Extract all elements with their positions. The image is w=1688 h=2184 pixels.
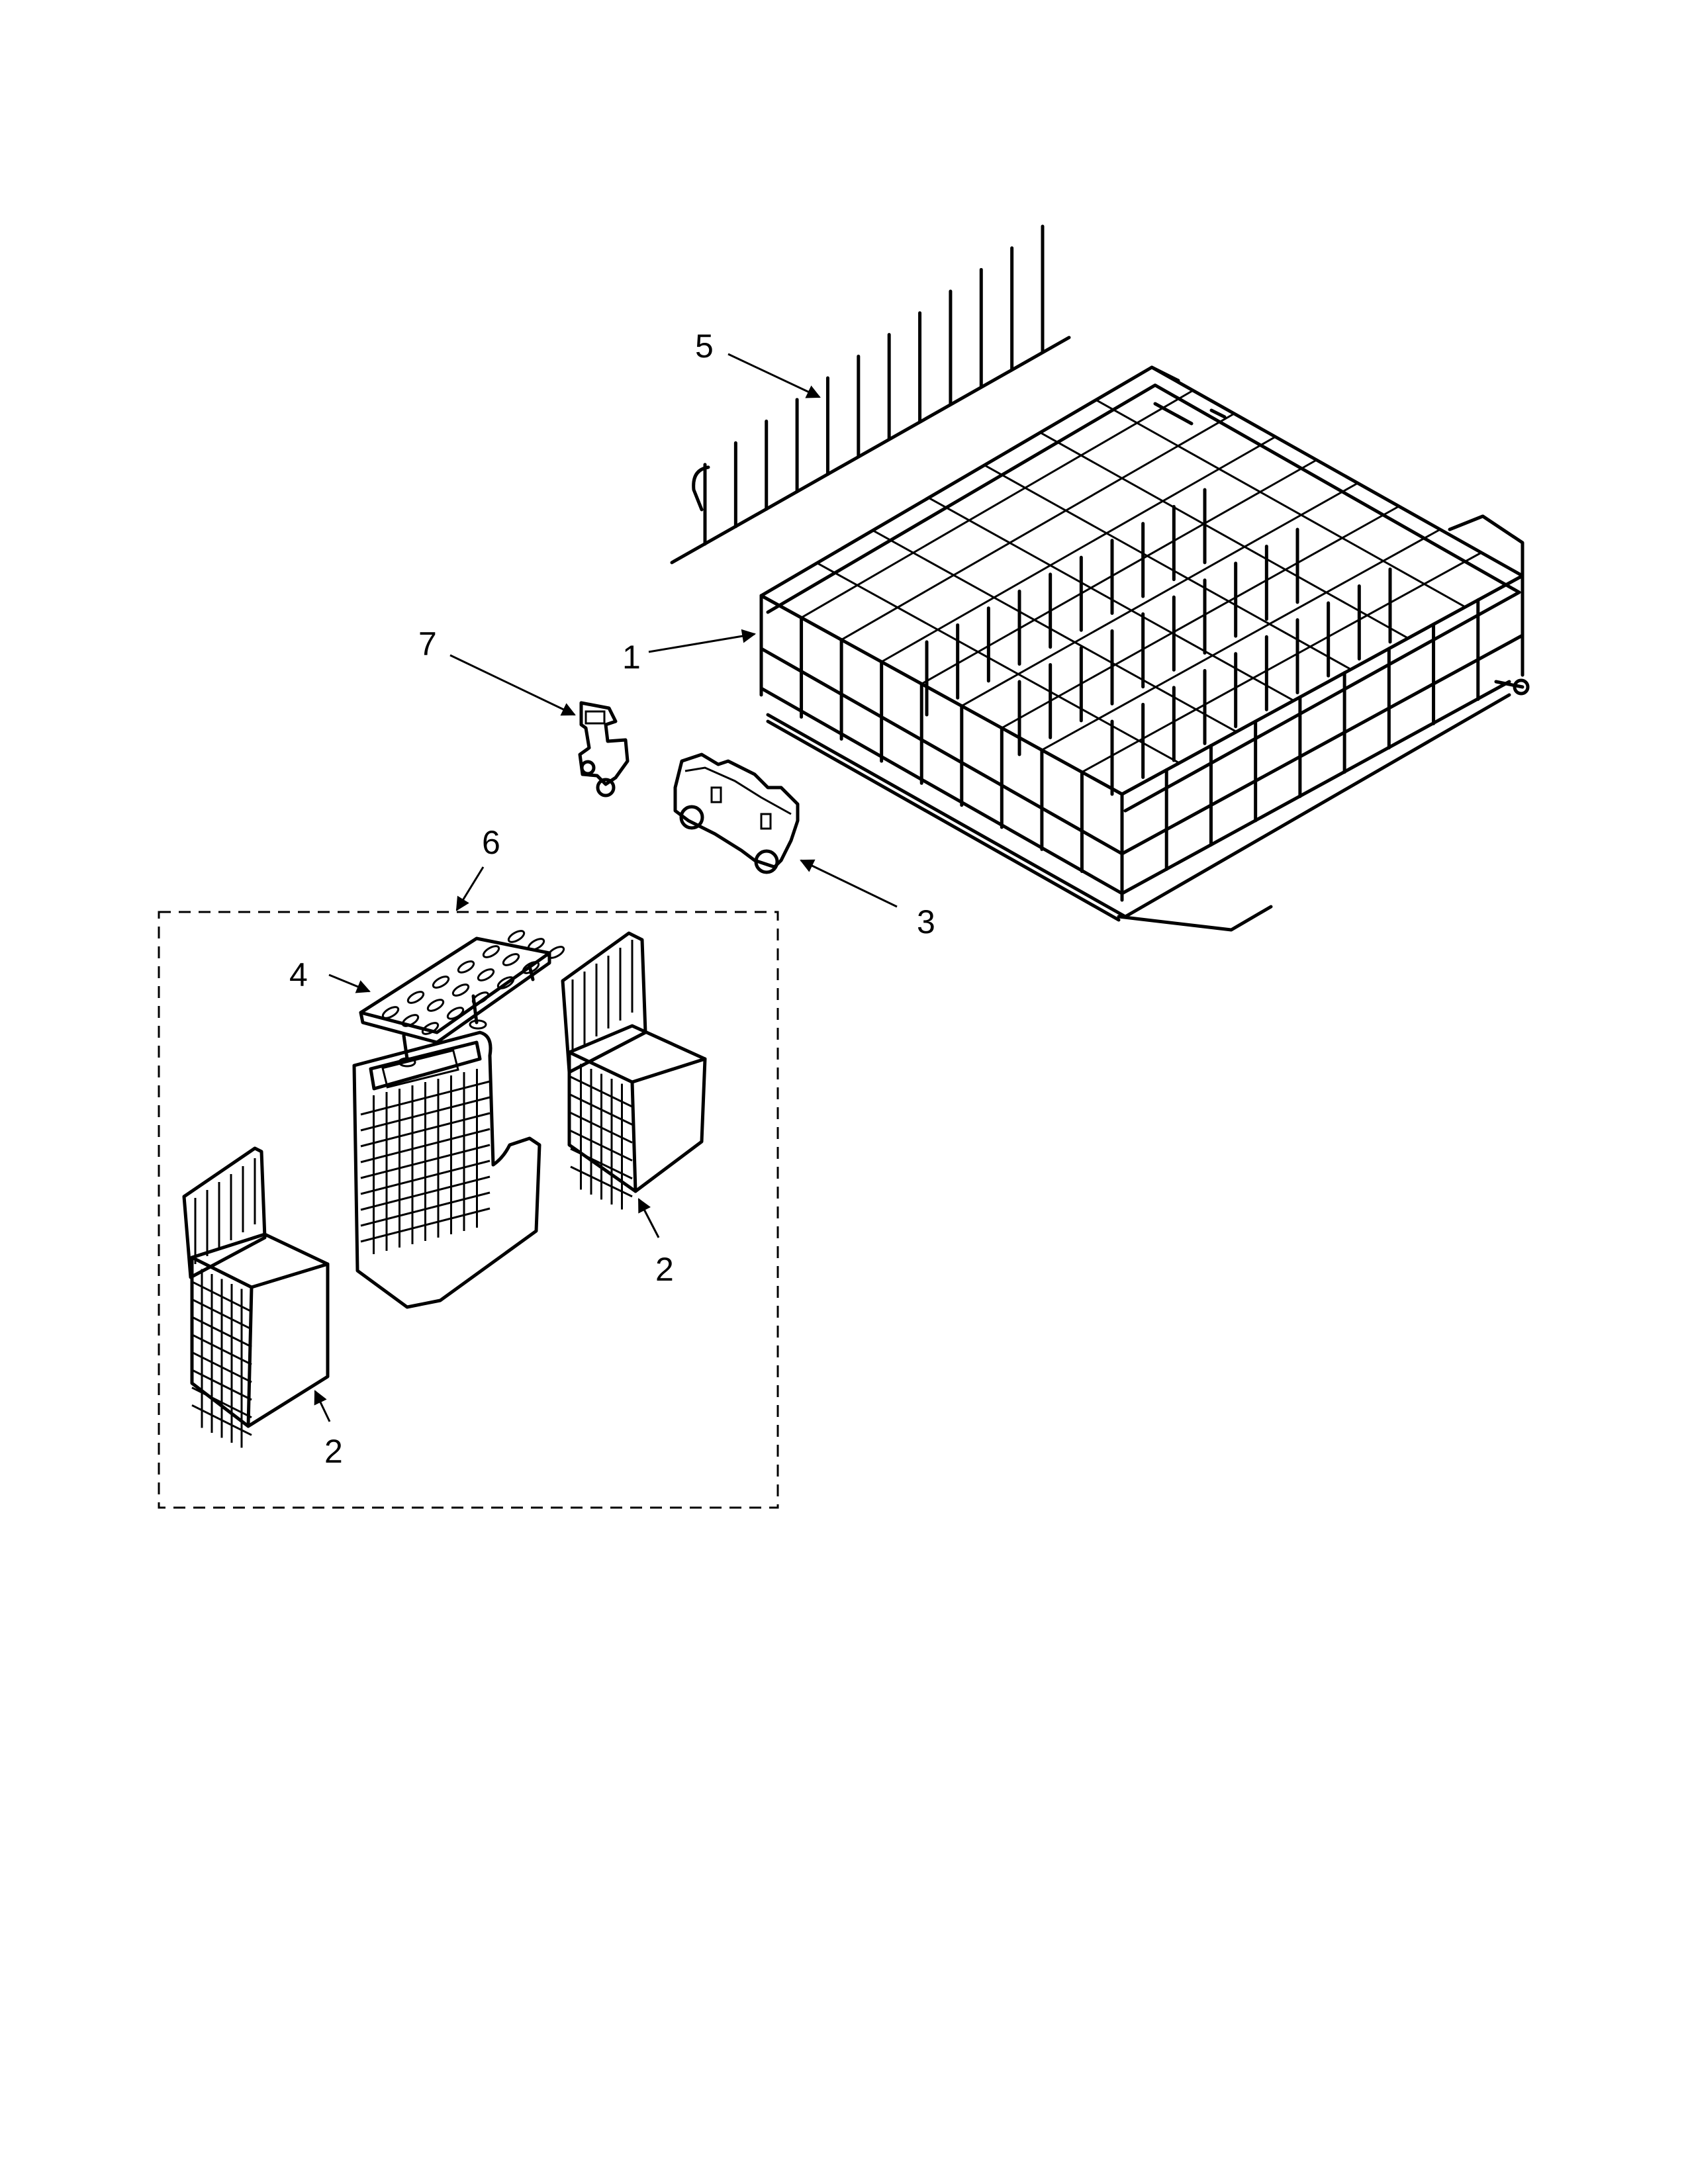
lower-rack-part-1	[759, 365, 1530, 932]
callout-7: 7	[418, 625, 437, 662]
basket-lid-part-4	[359, 930, 565, 1068]
right-basket-part-2	[561, 931, 707, 1210]
callout-2-left: 2	[324, 1433, 343, 1470]
callout-3: 3	[917, 903, 935, 940]
wheel-carrier-part-3	[673, 752, 800, 874]
callout-labels: 1 2 2 3 4 5 6 7	[289, 328, 935, 1470]
left-basket-part-2	[182, 1146, 330, 1448]
center-basket-with-handle	[352, 1030, 541, 1309]
callout-4: 4	[289, 956, 308, 993]
basket-assembly-box-part-6	[158, 911, 779, 1509]
leader-lines	[314, 353, 898, 1422]
callout-1: 1	[622, 639, 641, 676]
callout-2-right: 2	[655, 1251, 674, 1288]
callout-5: 5	[695, 328, 714, 365]
rack-clip-part-7	[578, 701, 630, 797]
tine-row-part-5	[670, 224, 1071, 565]
callout-6: 6	[482, 824, 500, 861]
